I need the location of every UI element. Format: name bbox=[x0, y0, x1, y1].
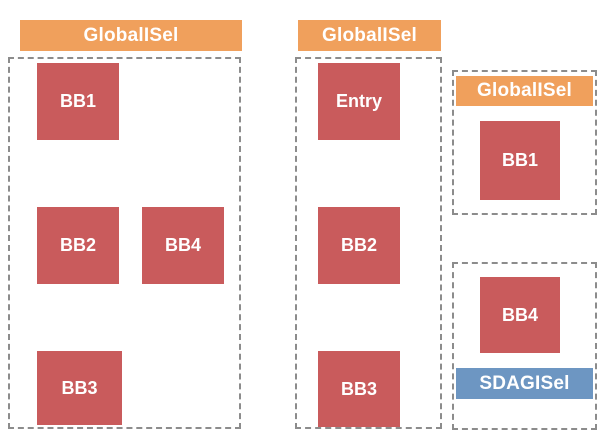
group-middle-boundary bbox=[295, 57, 442, 429]
group-left-boundary bbox=[8, 57, 241, 429]
group-middle-header: GlobalISel bbox=[298, 20, 441, 51]
group-right-bottom-boundary bbox=[452, 262, 597, 430]
block-right-bb1: BB1 bbox=[480, 121, 560, 200]
block-middle-bb2: BB2 bbox=[318, 207, 400, 284]
block-right-bb4: BB4 bbox=[480, 277, 560, 353]
block-left-bb1: BB1 bbox=[37, 63, 119, 140]
block-left-bb2: BB2 bbox=[37, 207, 119, 284]
block-middle-entry: Entry bbox=[318, 63, 400, 140]
block-middle-bb3: BB3 bbox=[318, 351, 400, 427]
block-left-bb3: BB3 bbox=[37, 351, 122, 425]
group-right-top-boundary bbox=[452, 70, 597, 215]
group-right-bottom-header: SDAGISel bbox=[456, 368, 593, 399]
block-left-bb4: BB4 bbox=[142, 207, 224, 284]
group-left-header: GlobalISel bbox=[20, 20, 242, 51]
group-right-top-header: GlobalISel bbox=[456, 76, 593, 106]
